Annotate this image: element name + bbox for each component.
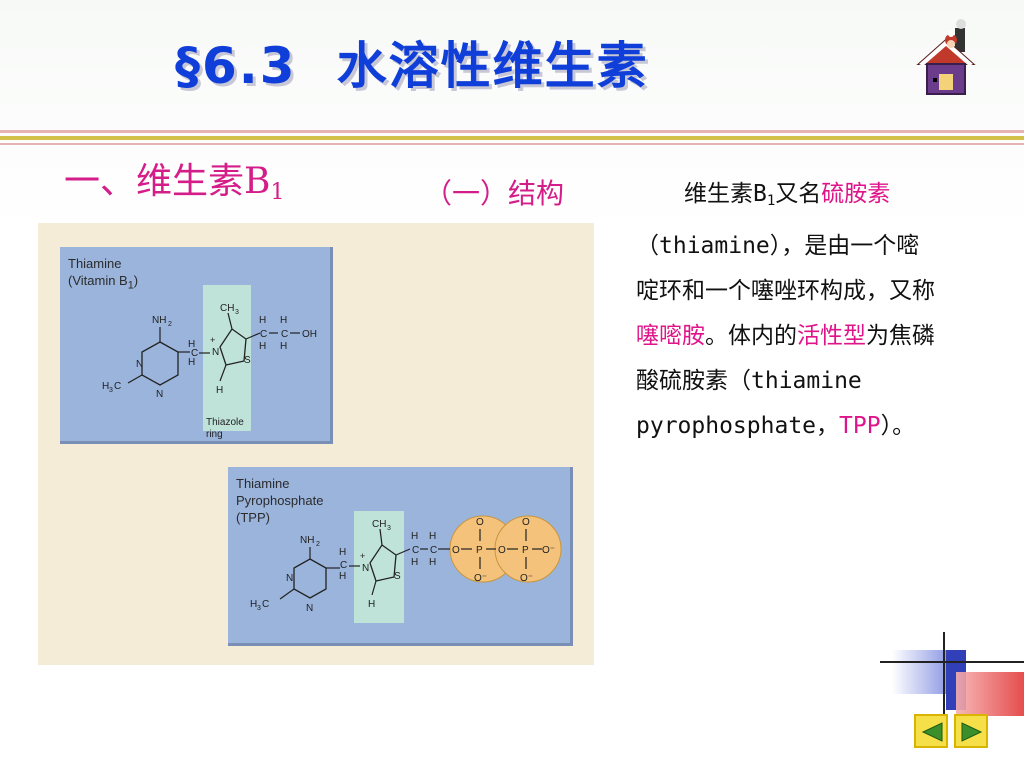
slide-title: §6.3 水溶性维生素: [175, 26, 649, 98]
description-paragraph: 维生素B1又名硫胺素 （thiamine），是由一个嘧啶环和一个噻唑环构成，又称噻…: [636, 172, 936, 449]
nh2-label: NH: [152, 315, 166, 326]
thiamine-molecule-diagram: NH 2 N N H 3 C H C H N + S CH 3 H Thiazo…: [102, 285, 317, 440]
body-text-4: 。体内的: [705, 323, 797, 349]
tpp-h-label-2: H: [339, 571, 346, 582]
thiamine-panel-title: Thiamine (Vitamin B1): [68, 255, 138, 295]
h-label-5: H: [259, 341, 266, 352]
n-label-2: N: [156, 389, 163, 400]
thiazole-label-2: ring: [206, 429, 223, 440]
thiamine-panel: Thiamine (Vitamin B1) NH 2 N N H 3 C H C…: [60, 247, 333, 444]
tpp-h-label-6: H: [429, 531, 436, 542]
thiamine-structure-figure: Thiamine (Vitamin B1) NH 2 N N H 3 C H C…: [38, 223, 594, 665]
plus-label: +: [210, 335, 215, 345]
o-label-3: O: [498, 545, 506, 556]
section-heading-sub: 1: [270, 180, 285, 205]
tpp-s-label: S: [394, 571, 401, 582]
tpp-c-label-2: C: [412, 545, 419, 556]
c-label-2: C: [260, 329, 267, 340]
tpp-c-label-1: C: [340, 560, 347, 571]
thiazole-highlight: [203, 285, 251, 431]
s-label-1: S: [244, 355, 251, 366]
highlight-alias: 噻嘧胺: [636, 323, 705, 349]
n-label-3: N: [212, 347, 219, 358]
tpp-n-label-3: N: [362, 563, 369, 574]
body-text-2: 又名: [775, 181, 822, 207]
body-text-sub: 1: [766, 193, 776, 209]
title-divider: [0, 128, 1024, 150]
oh-label: OH: [302, 329, 317, 340]
h-label-7: H: [280, 341, 287, 352]
highlight-tpp: TPP: [839, 413, 881, 439]
tpp-molecule-diagram: NH 2 N N H 3 C H C H N + S CH 3 H H C H: [250, 511, 562, 623]
o-minus-label-2: O⁻: [520, 573, 533, 584]
panel1-title-paren: ): [133, 273, 139, 288]
h3c-c: C: [114, 381, 121, 392]
ch3-sub: 3: [235, 309, 239, 316]
body-text-1: 维生素B: [684, 181, 767, 207]
o-minus-label-3: O⁻: [542, 545, 555, 556]
tpp-panel: Thiamine Pyrophosphate (TPP) NH 2 N N H …: [228, 467, 573, 646]
p-label-1: P: [476, 545, 483, 556]
tpp-thiazole-highlight: [354, 511, 404, 623]
panel1-title-line1: Thiamine: [68, 256, 122, 271]
tpp-h-label-4: H: [411, 531, 418, 542]
n-label-1: N: [136, 359, 143, 370]
o-label-4: O: [522, 517, 530, 528]
body-text-3: （thiamine），是由一个嘧啶环和一个噻唑环构成，又称: [636, 233, 935, 304]
tpp-nh2-label: NH: [300, 535, 314, 546]
tpp-n-label-1: N: [286, 573, 293, 584]
tpp-h-label-1: H: [339, 547, 346, 558]
nh2-sub: 2: [168, 321, 172, 328]
body-text-5: 为焦磷酸硫胺素（thiamine pyrophosphate，: [636, 323, 935, 439]
triangle-right-icon: [961, 722, 983, 742]
tpp-nh2-sub: 2: [316, 541, 320, 548]
highlight-active-form: 活性型: [797, 323, 866, 349]
h-label-2: H: [188, 357, 195, 368]
tpp-h3c-c: C: [262, 599, 269, 610]
tpp-h-label-3: H: [368, 599, 375, 610]
tpp-panel-title: Thiamine Pyrophosphate (TPP): [236, 475, 323, 526]
tpp-n-label-2: N: [306, 603, 313, 614]
h-label-3: H: [216, 385, 223, 396]
thiazole-label-1: Thiazole: [206, 417, 244, 428]
h-label-1: H: [188, 339, 195, 350]
tpp-plus-label: +: [360, 551, 365, 561]
h-label-4: H: [259, 315, 266, 326]
section-heading-text: 一、维生素B: [64, 161, 271, 202]
o-minus-label-1: O⁻: [474, 573, 487, 584]
panel2-title-line3: (TPP): [236, 510, 270, 525]
c-label-3: C: [281, 329, 288, 340]
tpp-ch3-label: CH: [372, 519, 386, 530]
next-slide-button[interactable]: [954, 714, 988, 748]
ch3-label: CH: [220, 303, 234, 314]
tpp-ch3-sub: 3: [387, 525, 391, 532]
tpp-h3c-label: H: [250, 599, 257, 610]
c-label-1: C: [191, 348, 198, 359]
h-label-6: H: [280, 315, 287, 326]
triangle-left-icon: [921, 722, 943, 742]
tpp-h-label-7: H: [429, 557, 436, 568]
panel1-title-sub: 1: [127, 279, 134, 292]
panel2-title-line1: Thiamine: [236, 476, 290, 491]
corner-decoration: [880, 632, 1024, 742]
subsection-heading: （一）结构: [424, 177, 565, 210]
p-label-2: P: [522, 545, 529, 556]
tpp-c-label-3: C: [430, 545, 437, 556]
panel1-title-line2: (Vitamin B: [68, 273, 128, 288]
highlight-thiamine: 硫胺素: [821, 181, 891, 207]
prev-slide-button[interactable]: [914, 714, 948, 748]
tpp-h3c-sub: 3: [257, 605, 261, 612]
home-icon[interactable]: [915, 18, 977, 100]
o-label-1: O: [452, 545, 460, 556]
section-number: §6.3: [175, 37, 297, 95]
title-text: 水溶性维生素: [336, 37, 649, 95]
panel2-title-line2: Pyrophosphate: [236, 493, 324, 508]
o-label-2: O: [476, 517, 484, 528]
tpp-h-label-5: H: [411, 557, 418, 568]
h3c-label: H: [102, 381, 109, 392]
h3c-sub: 3: [109, 387, 113, 394]
section-heading: 一、维生素B1: [64, 152, 284, 205]
body-text-6: ）。: [880, 413, 916, 439]
